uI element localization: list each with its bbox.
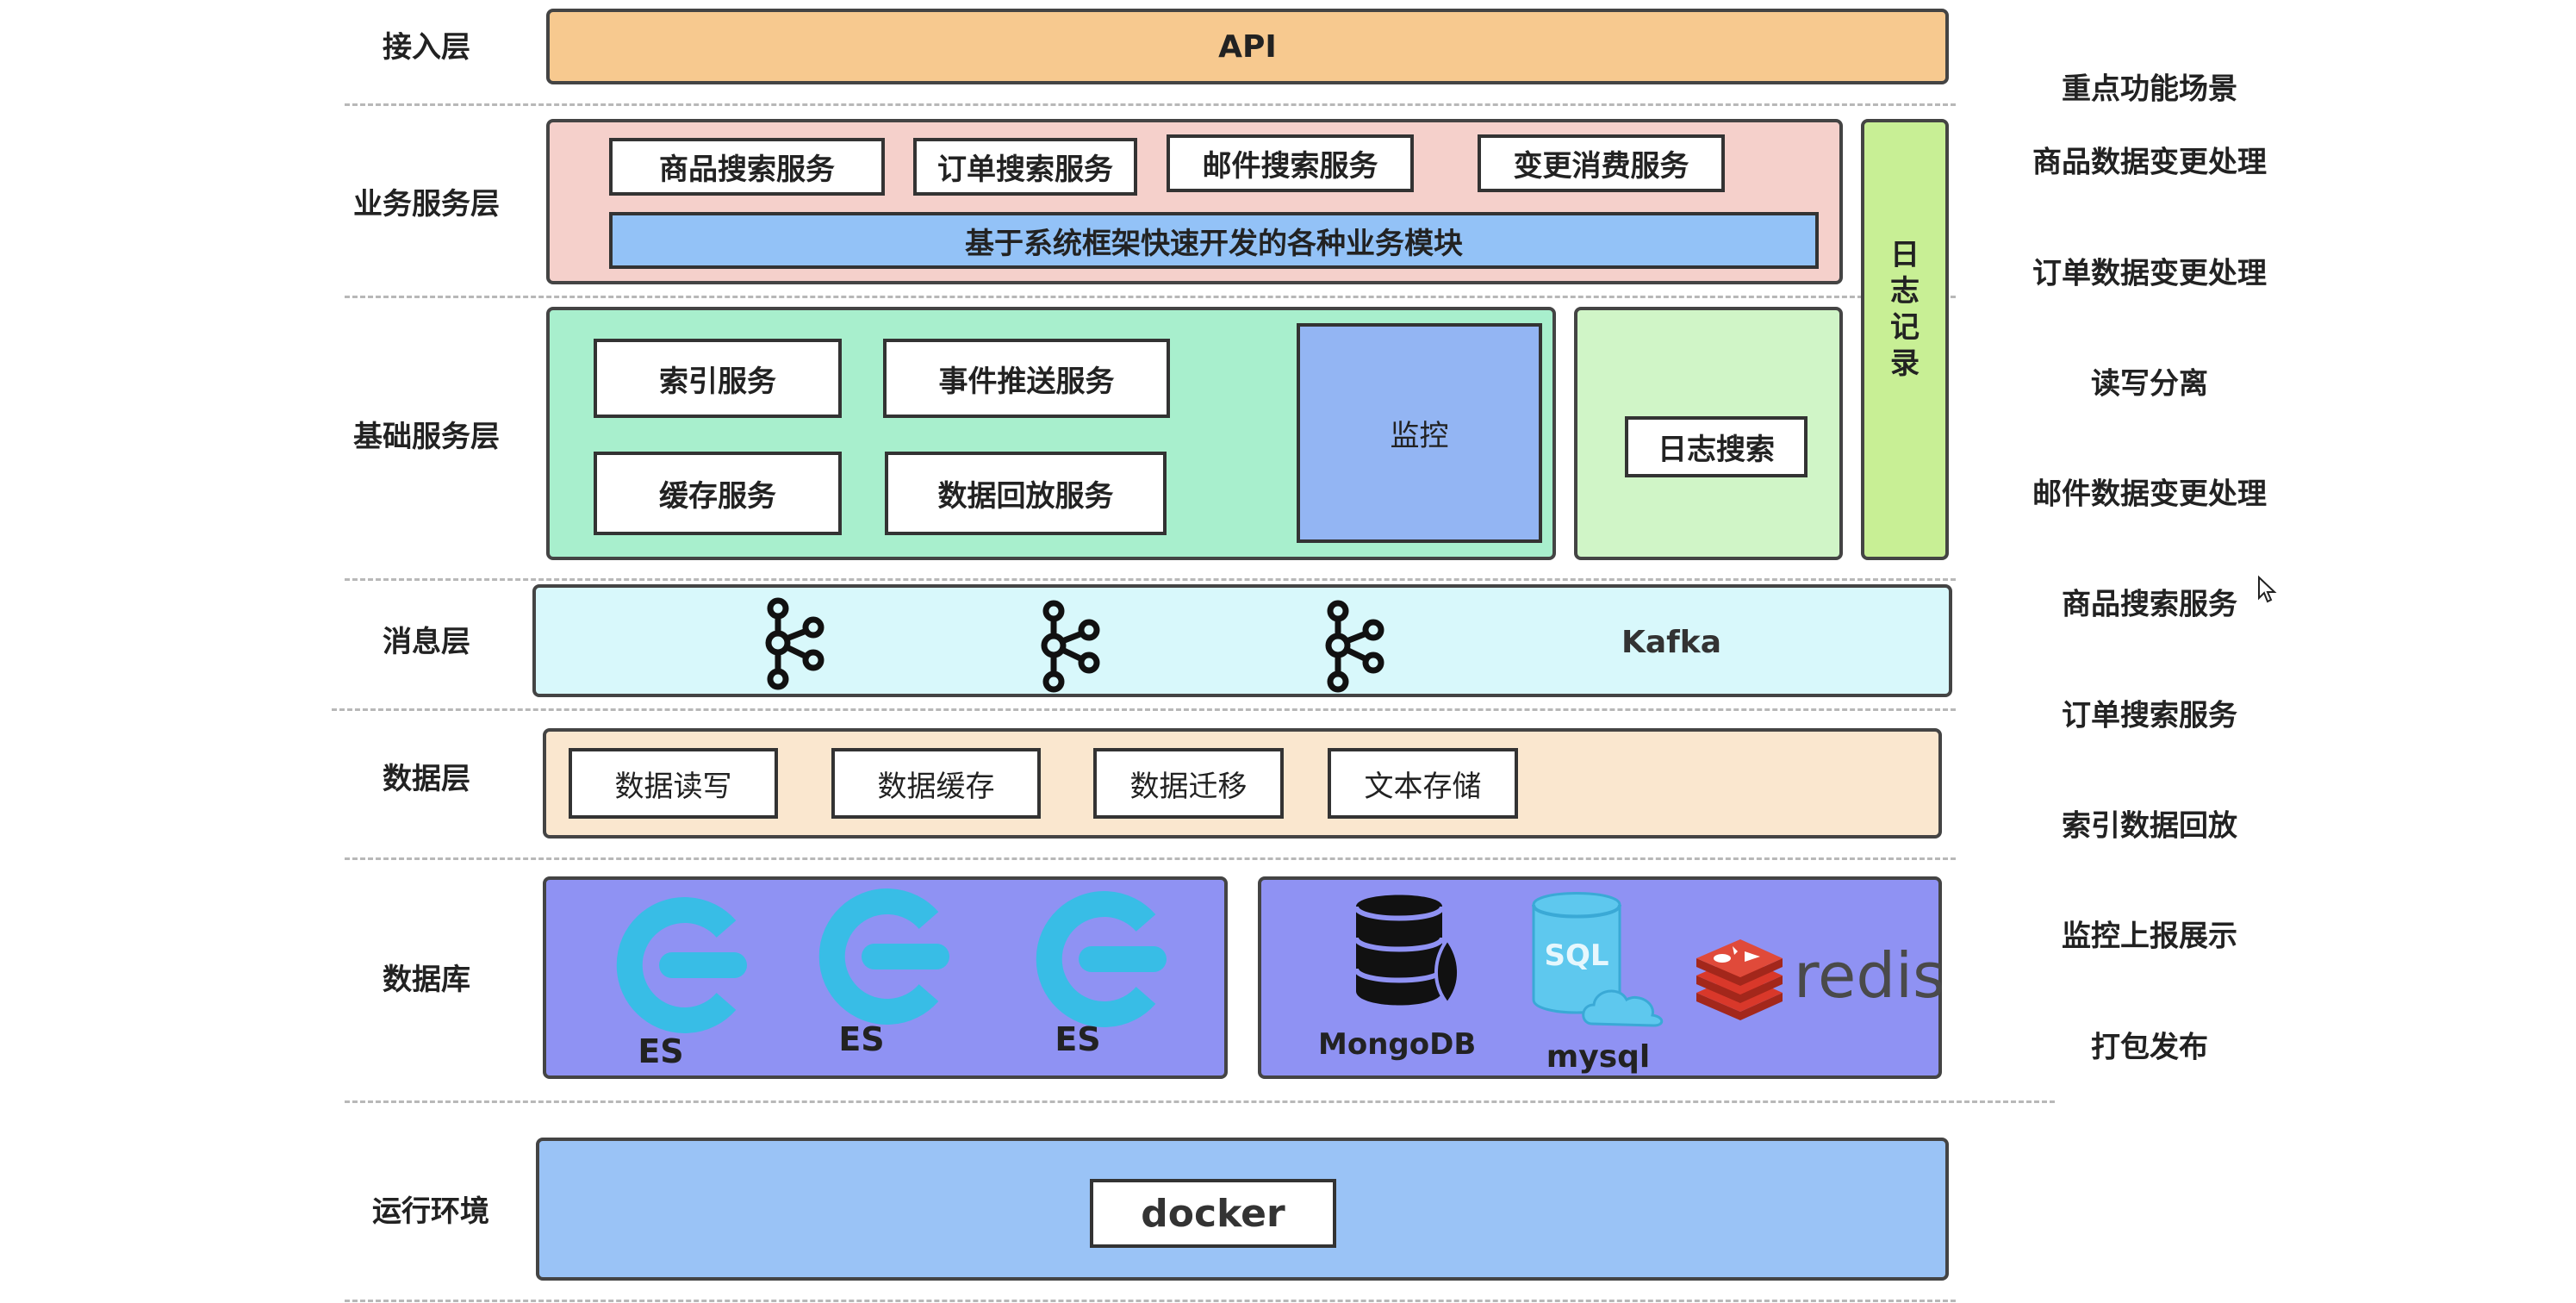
features-title: 重点功能场景 <box>2062 72 2237 107</box>
layer-label-database: 数据库 <box>383 963 470 997</box>
feature-item: 订单搜索服务 <box>2062 698 2237 733</box>
separator-line <box>345 857 1956 860</box>
separator-line <box>345 296 1956 298</box>
business-service-box: 商品搜索服务 <box>609 138 885 196</box>
elasticsearch-icon <box>818 888 949 1025</box>
kafka-icon <box>1325 600 1384 693</box>
mongodb-icon <box>1353 895 1460 1018</box>
layer-label-runtime: 运行环境 <box>372 1194 489 1229</box>
feature-item: 打包发布 <box>2091 1030 2208 1065</box>
docker-box: docker <box>1090 1179 1336 1248</box>
separator-line <box>345 1100 2055 1103</box>
log-search-box: 日志搜索 <box>1625 416 1808 477</box>
mouse-cursor-icon <box>2258 575 2277 603</box>
data-item-box: 数据缓存 <box>831 748 1041 819</box>
business-service-box: 变更消费服务 <box>1478 134 1725 192</box>
elasticsearch-icon <box>1036 891 1167 1027</box>
feature-item: 监控上报展示 <box>2062 919 2237 954</box>
monitor-box: 监控 <box>1297 323 1542 543</box>
es-label: ES <box>1055 1020 1101 1058</box>
data-item-box: 数据迁移 <box>1093 748 1284 819</box>
redis-label: redis <box>1794 939 1945 1012</box>
business-service-box: 订单搜索服务 <box>913 138 1137 196</box>
sql-icon-text: SQL <box>1544 938 1608 973</box>
feature-item: 商品搜索服务 <box>2062 587 2237 622</box>
framework-bar: 基于系统框架快速开发的各种业务模块 <box>609 212 1819 269</box>
layer-label-base: 基础服务层 <box>353 420 500 454</box>
data-item-box: 数据读写 <box>569 748 778 819</box>
layer-label-data: 数据层 <box>383 762 470 796</box>
data-item-box: 文本存储 <box>1328 748 1518 819</box>
feature-item: 商品数据变更处理 <box>2032 145 2267 180</box>
kafka-icon <box>765 597 824 690</box>
layer-label-message: 消息层 <box>383 625 470 659</box>
api-panel: API <box>546 9 1949 84</box>
es-label: ES <box>838 1020 885 1058</box>
feature-item: 索引数据回放 <box>2062 808 2237 844</box>
kafka-icon <box>1041 600 1100 693</box>
feature-item: 读写分离 <box>2091 366 2208 402</box>
mysql-icon: SQL <box>1532 892 1664 1027</box>
base-service-box: 索引服务 <box>594 339 842 418</box>
mysql-label: mysql <box>1546 1039 1651 1075</box>
layer-label-business: 业务服务层 <box>353 187 500 221</box>
mongodb-label: MongoDB <box>1318 1027 1477 1062</box>
feature-item: 邮件数据变更处理 <box>2032 477 2267 512</box>
separator-line <box>345 103 1956 106</box>
log-record-char: 志 <box>1890 274 1920 309</box>
message-panel <box>532 584 1952 697</box>
log-record-column: 日 志 记 录 <box>1861 119 1949 560</box>
log-record-char: 录 <box>1890 346 1920 381</box>
business-service-box: 邮件搜索服务 <box>1167 134 1414 192</box>
api-label: API <box>1218 28 1277 65</box>
log-record-char: 记 <box>1890 310 1920 345</box>
redis-icon <box>1696 939 1783 1020</box>
log-record-char: 日 <box>1890 238 1920 272</box>
separator-line <box>332 708 1956 711</box>
base-service-box: 事件推送服务 <box>883 339 1170 418</box>
kafka-label: Kafka <box>1621 625 1722 660</box>
layer-label-access: 接入层 <box>383 30 470 65</box>
base-service-box: 缓存服务 <box>594 452 842 535</box>
es-label: ES <box>638 1032 684 1070</box>
elasticsearch-icon <box>616 897 747 1033</box>
separator-line <box>345 578 1956 581</box>
separator-line <box>345 1300 1956 1302</box>
base-service-box: 数据回放服务 <box>885 452 1167 535</box>
feature-item: 订单数据变更处理 <box>2032 256 2267 291</box>
